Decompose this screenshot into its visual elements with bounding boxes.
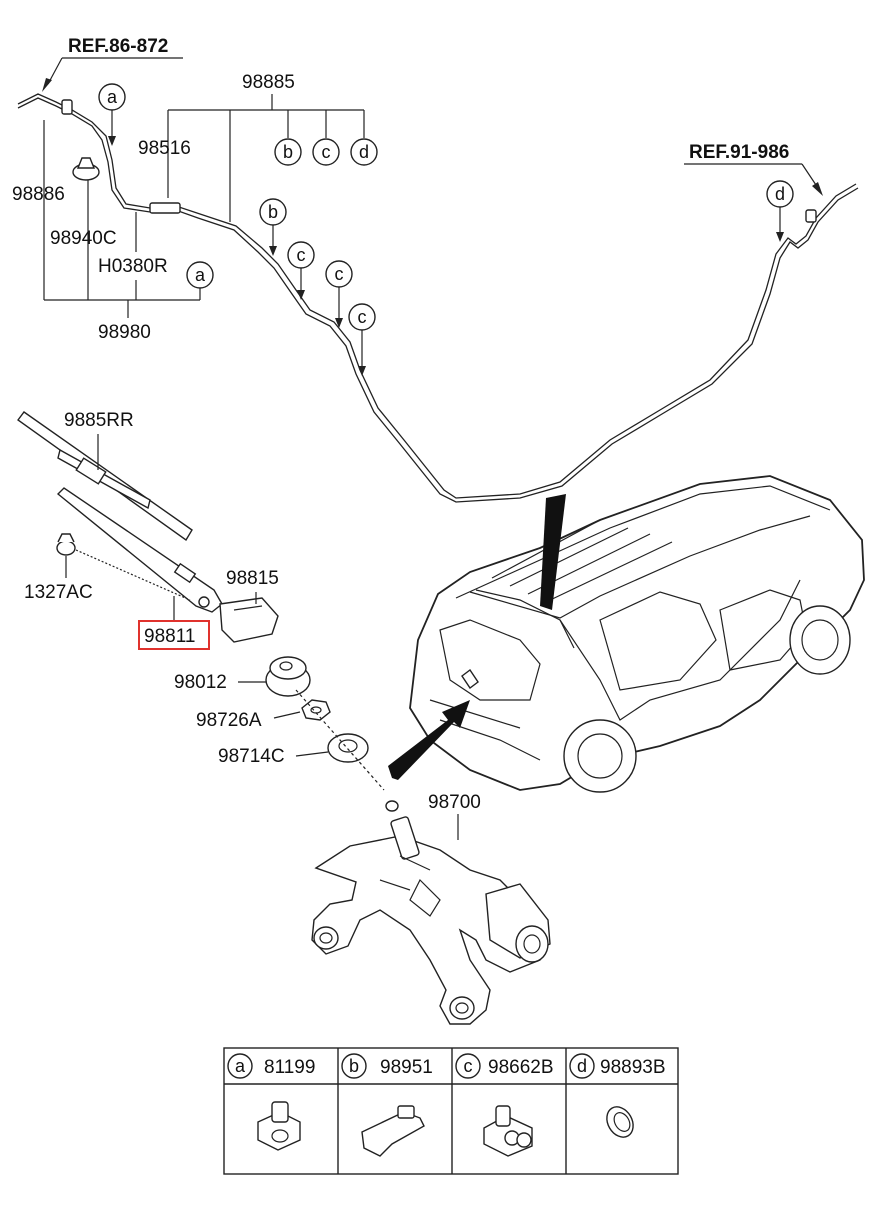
callout-c-hose-2[interactable]: c <box>325 260 353 288</box>
highlight-box-98811 <box>138 620 210 650</box>
label-98714c[interactable]: 98714C <box>218 746 285 767</box>
svg-text:c: c <box>297 245 306 265</box>
wiper-blade[interactable] <box>17 411 193 542</box>
legend-part-98662b: 98662B <box>488 1057 554 1078</box>
vehicle-illustration <box>388 475 865 793</box>
legend-part-81199: 81199 <box>264 1057 315 1078</box>
label-98886[interactable]: 98886 <box>12 184 65 205</box>
svg-text:c: c <box>358 307 367 327</box>
legend-cell-c[interactable]: c 98662B <box>455 1053 554 1157</box>
cap-98815[interactable] <box>219 597 279 643</box>
label-1327ac[interactable]: 1327AC <box>24 582 93 603</box>
callout-a-lower[interactable]: a <box>186 261 214 289</box>
legend-part-98951: 98951 <box>380 1057 433 1078</box>
nut-98726a[interactable] <box>301 699 331 721</box>
clip-98662b-icon <box>483 1105 533 1157</box>
svg-text:c: c <box>335 264 344 284</box>
callout-c-hose-1[interactable]: c <box>287 241 315 269</box>
assembly-axis <box>295 689 385 791</box>
cap-98012[interactable] <box>265 656 311 697</box>
callout-d-hose[interactable]: d <box>766 180 794 208</box>
label-98726a[interactable]: 98726A <box>196 710 262 731</box>
svg-text:d: d <box>359 142 369 162</box>
svg-text:d: d <box>775 184 785 204</box>
clip-81199-icon <box>257 1101 301 1151</box>
cap-98893b-icon <box>606 1106 634 1138</box>
callout-b-top[interactable]: b <box>274 138 302 166</box>
label-h0380r[interactable]: H0380R <box>98 256 168 277</box>
ref-label-91-986[interactable]: REF.91-986 <box>689 142 789 163</box>
washer-98714c[interactable] <box>327 733 369 763</box>
svg-text:b: b <box>349 1056 359 1076</box>
nut-1327ac[interactable] <box>56 533 76 556</box>
label-98012[interactable]: 98012 <box>174 672 227 693</box>
svg-text:a: a <box>195 265 206 285</box>
label-98885[interactable]: 98885 <box>242 72 295 93</box>
label-98815[interactable]: 98815 <box>226 568 279 589</box>
svg-text:c: c <box>322 142 331 162</box>
legend-cell-a[interactable]: a 81199 <box>227 1053 315 1151</box>
leader-98980 <box>43 120 201 318</box>
label-98940c[interactable]: 98940C <box>50 228 117 249</box>
leader-98885 <box>167 94 365 222</box>
callout-b-hose[interactable]: b <box>259 198 287 226</box>
callout-c-hose-3[interactable]: c <box>348 303 376 331</box>
svg-text:d: d <box>577 1056 587 1076</box>
svg-text:a: a <box>107 87 118 107</box>
label-98980[interactable]: 98980 <box>98 322 151 343</box>
wiper-motor[interactable] <box>311 800 551 1025</box>
label-98811[interactable]: 98811 <box>144 626 195 647</box>
svg-text:a: a <box>235 1056 246 1076</box>
label-98516[interactable]: 98516 <box>138 138 191 159</box>
legend-table: a 81199 b 98951 c 98662B <box>223 1047 679 1175</box>
svg-text:b: b <box>283 142 293 162</box>
clip-98951-icon <box>361 1105 425 1157</box>
legend-cell-b[interactable]: b 98951 <box>341 1053 433 1157</box>
legend-part-98893b: 98893B <box>600 1057 666 1078</box>
label-9885rr[interactable]: 9885RR <box>64 410 134 431</box>
ref-label-86-872[interactable]: REF.86-872 <box>68 36 168 57</box>
ref-arrow-left <box>42 78 52 92</box>
legend-cell-d[interactable]: d 98893B <box>569 1053 666 1142</box>
callout-a-upper[interactable]: a <box>98 83 126 111</box>
ref-arrow-right <box>812 182 823 196</box>
svg-text:c: c <box>464 1056 473 1076</box>
callout-d-top[interactable]: d <box>350 138 378 166</box>
svg-text:b: b <box>268 202 278 222</box>
label-98700[interactable]: 98700 <box>428 792 481 813</box>
callout-c-top[interactable]: c <box>312 138 340 166</box>
